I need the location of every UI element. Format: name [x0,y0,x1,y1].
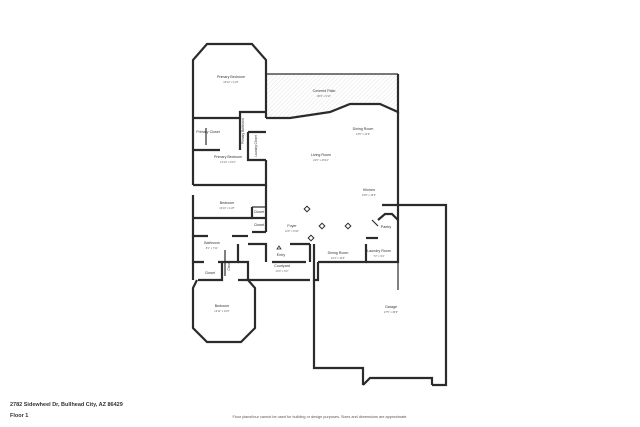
room-label-primary-bedroom-top: Primary Bedroom [217,75,245,79]
room-label-foyer: Foyer [287,224,297,228]
room-label-bedroom-bottom: Bedroom [215,304,230,308]
room-dims-primary-bedroom-top: 16'10" x 11'6" [223,80,239,84]
room-label-closet-3: Closet [227,261,231,270]
room-label-closet-4: Closet [205,271,215,275]
room-label-courtyard: Courtyard [274,264,290,268]
room-label-laundry-closet: Laundry Closet [254,135,258,157]
floor-label: Floor 1 [10,413,29,419]
room-label-dining-room-upper: Dining Room [353,127,374,131]
room-dims-kitchen: 15'8" x 16'9" [362,193,376,197]
courtyard-entry-walls [248,242,312,282]
room-dims-dining-room-lower: 10'3" x 10'6" [331,256,345,260]
room-label-laundry-room: Laundry Room [367,249,391,253]
foyer-columns [276,205,352,250]
room-label-covered-patio: Covered Patio [313,89,336,93]
room-dims-foyer: 11'6" x 6'10" [285,229,299,233]
room-label-living-room: Living Room [311,153,331,157]
room-label-kitchen: Kitchen [363,188,375,192]
room-dims-living-room: 24'0" x 26'10" [313,158,329,162]
room-dims-primary-bedroom: 14'10" x 15'2" [220,160,236,164]
room-dims-dining-room-upper: 13'5" x 12'9" [356,132,370,136]
room-dims-laundry-room: 7'2" x 9'4" [373,254,384,258]
room-label-primary-closet: Primary Closet [196,130,220,134]
room-dims-garage: 27'5" x 36'9" [384,310,398,314]
room-labels: Primary Bedroom 16'10" x 11'6" Covered P… [196,75,398,314]
room-label-primary-bathroom: Primary Bathroom [241,118,245,144]
room-label-entry: Entry [277,253,286,257]
dining-laundry-walls [312,205,400,282]
disclaimer-text: Floor plans/tour cannot be used for buil… [232,415,408,419]
room-dims-bedroom-bottom: 13'11" x 16'6" [214,309,230,313]
room-dims-bedroom-mid: 16'10" x 11'8" [219,206,235,210]
room-label-bedroom-mid: Bedroom [220,201,235,205]
room-label-pantry: Pantry [381,225,392,229]
covered-patio-area [266,74,398,118]
room-dims-covered-patio: 38'4" x 6'11" [317,94,331,98]
room-label-closet-1: Closet [254,210,264,214]
room-label-bathroom: Bathroom [204,241,220,245]
room-dims-courtyard: 14'0" x 6'3" [276,269,289,273]
garage-walls [312,203,448,387]
bedroom-bath-walls [191,236,257,344]
room-label-primary-bedroom: Primary Bedroom [214,155,242,159]
room-label-closet-2: Closet [254,223,264,227]
room-label-garage: Garage [385,305,397,309]
room-label-dining-room-lower: Dining Room [328,251,349,255]
property-address: 2782 Sidewheel Dr, Bullhead City, AZ 864… [10,402,123,408]
room-dims-bathroom: 8'1" x 7'11" [206,246,219,250]
